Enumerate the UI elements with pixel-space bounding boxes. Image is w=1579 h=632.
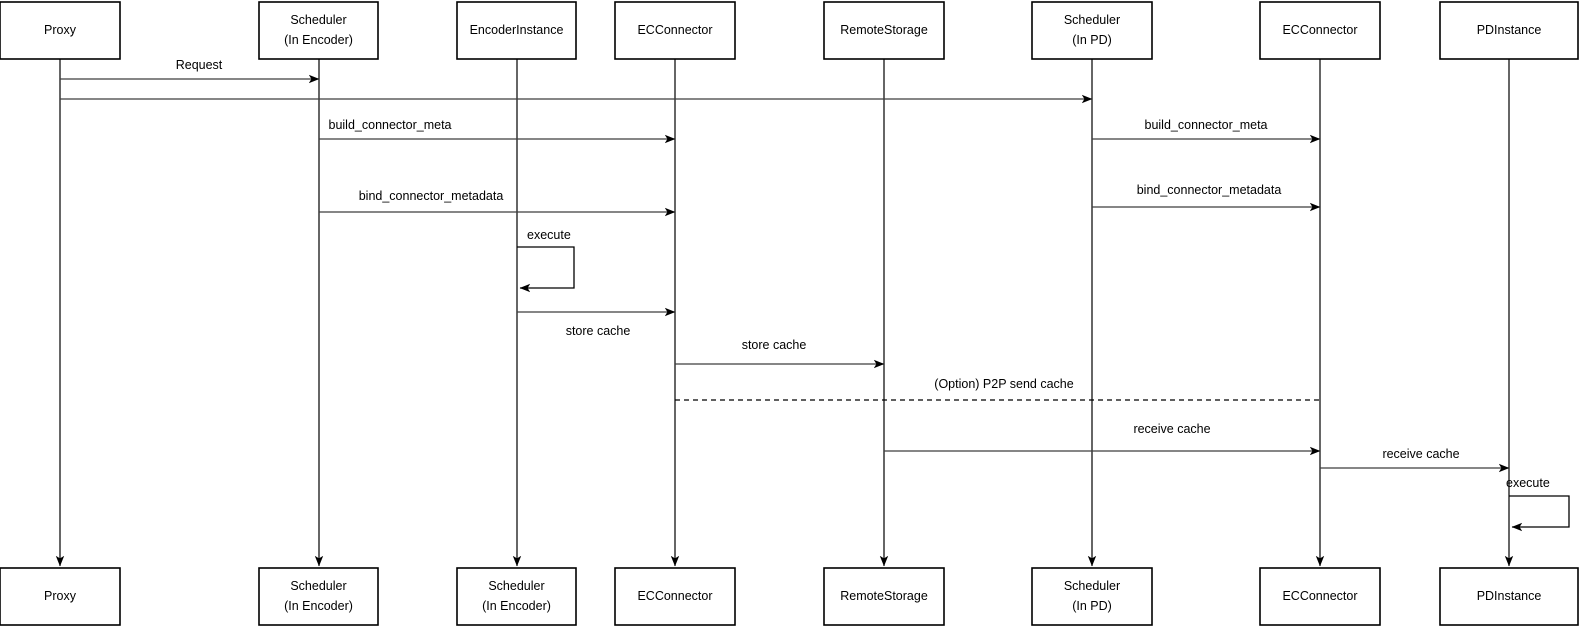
participant-box-encoder-instance-bottom[interactable]: Scheduler (In Encoder): [456, 567, 577, 626]
participant-box-rect: [0, 567, 121, 626]
participant-box-rect: [1031, 1, 1153, 60]
message-label: Request: [176, 58, 223, 72]
message-label: receive cache: [1133, 422, 1210, 436]
participant-label-line1: ECConnector: [1282, 589, 1357, 603]
participant-box-rect: [823, 1, 945, 60]
participant-label-line1: Proxy: [44, 23, 77, 37]
participant-label-line1: EncoderInstance: [470, 23, 564, 37]
participant-box-rect: [1031, 567, 1153, 626]
message-label: build_connector_meta: [329, 118, 452, 132]
participant-box-ec-connector-pd-bottom[interactable]: ECConnector: [1259, 567, 1381, 626]
participant-box-proxy-top[interactable]: Proxy: [0, 1, 121, 60]
participant-box-rect: [823, 567, 945, 626]
bottom-participant-boxes: Proxy Scheduler (In Encoder) Scheduler (In E…: [0, 567, 1579, 626]
participant-box-rect: [258, 567, 379, 626]
participant-label-line1: Proxy: [44, 589, 77, 603]
participant-box-rect: [614, 567, 736, 626]
message-bind-connector-metadata-pd[interactable]: bind_connector_metadata: [1092, 183, 1321, 212]
participant-label-line2: (In PD): [1072, 33, 1112, 47]
participant-label-line2: (In Encoder): [482, 599, 551, 613]
participant-label-line1: PDInstance: [1477, 23, 1542, 37]
participant-label-line2: (In PD): [1072, 599, 1112, 613]
participant-label-line1: Scheduler: [1064, 579, 1120, 593]
participant-label-line1: Scheduler: [290, 579, 346, 593]
self-message-execute-encoder-instance[interactable]: execute: [517, 228, 575, 293]
message-receive-cache-remote-to-ec-pd[interactable]: receive cache: [884, 422, 1321, 456]
self-message-label: execute: [527, 228, 571, 242]
message-build-connector-meta-encoder[interactable]: build_connector_meta: [319, 118, 676, 144]
participant-box-rect: [456, 567, 577, 626]
participant-box-pd-instance-top[interactable]: PDInstance: [1439, 1, 1579, 60]
participant-box-rect: [1259, 1, 1381, 60]
self-message-execute-pd-instance[interactable]: execute: [1506, 476, 1570, 532]
lifelines-layer: [55, 59, 1514, 567]
participant-box-scheduler-in-encoder-top[interactable]: Scheduler (In Encoder): [258, 1, 379, 60]
participant-box-scheduler-in-pd-bottom[interactable]: Scheduler (In PD): [1031, 567, 1153, 626]
participant-label-line1: RemoteStorage: [840, 589, 928, 603]
participant-box-rect: [0, 1, 121, 60]
participant-label-line1: Scheduler: [1064, 13, 1120, 27]
participant-box-rect: [1439, 567, 1579, 626]
participant-box-pd-instance-bottom[interactable]: PDInstance: [1439, 567, 1579, 626]
participant-label-line1: ECConnector: [637, 589, 712, 603]
participant-box-ec-connector-pd-top[interactable]: ECConnector: [1259, 1, 1381, 60]
participant-label-line1: ECConnector: [637, 23, 712, 37]
message-store-cache-ec-to-remote[interactable]: store cache: [675, 338, 885, 369]
participant-box-ec-connector-encoder-bottom[interactable]: ECConnector: [614, 567, 736, 626]
participant-box-encoder-instance-top[interactable]: EncoderInstance: [456, 1, 577, 60]
message-label: (Option) P2P send cache: [934, 377, 1073, 391]
message-receive-cache-ec-pd-to-pdinstance[interactable]: receive cache: [1320, 447, 1510, 473]
participant-label-line1: Scheduler: [488, 579, 544, 593]
participant-box-remote-storage-top[interactable]: RemoteStorage: [823, 1, 945, 60]
participant-box-remote-storage-bottom[interactable]: RemoteStorage: [823, 567, 945, 626]
message-label: build_connector_meta: [1145, 118, 1268, 132]
message-build-connector-meta-pd[interactable]: build_connector_meta: [1092, 118, 1321, 144]
participant-label-line1: PDInstance: [1477, 589, 1542, 603]
message-label: bind_connector_metadata: [1137, 183, 1282, 197]
participant-box-scheduler-in-pd-top[interactable]: Scheduler (In PD): [1031, 1, 1153, 60]
message-label: bind_connector_metadata: [359, 189, 504, 203]
top-participant-boxes: Proxy Scheduler (In Encoder) EncoderInstanc…: [0, 1, 1579, 60]
message-bind-connector-metadata-encoder[interactable]: bind_connector_metadata: [319, 189, 676, 217]
participant-label-line1: Scheduler: [290, 13, 346, 27]
message-option-p2p-send-cache[interactable]: (Option) P2P send cache: [675, 377, 1320, 401]
participant-label-line1: RemoteStorage: [840, 23, 928, 37]
participant-box-rect: [258, 1, 379, 60]
participant-box-rect: [1439, 1, 1579, 60]
participant-box-rect: [1259, 567, 1381, 626]
participant-box-scheduler-in-encoder-bottom[interactable]: Scheduler (In Encoder): [258, 567, 379, 626]
participant-box-ec-connector-encoder-top[interactable]: ECConnector: [614, 1, 736, 60]
self-message-path: [517, 246, 575, 293]
self-messages-layer: execute execute: [517, 228, 1570, 532]
message-label: store cache: [566, 324, 631, 338]
participant-box-rect: [614, 1, 736, 60]
message-label: store cache: [742, 338, 807, 352]
participant-box-proxy-bottom[interactable]: Proxy: [0, 567, 121, 626]
participant-label-line2: (In Encoder): [284, 599, 353, 613]
message-store-cache-encoder-to-ec[interactable]: store cache: [517, 307, 676, 338]
participant-box-rect: [456, 1, 577, 60]
participant-label-line1: ECConnector: [1282, 23, 1357, 37]
message-label: receive cache: [1382, 447, 1459, 461]
self-message-label: execute: [1506, 476, 1550, 490]
self-message-path: [1509, 495, 1570, 532]
participant-label-line2: (In Encoder): [284, 33, 353, 47]
message-request[interactable]: Request: [60, 58, 320, 84]
messages-layer: Request build_connector_meta build_connect…: [60, 58, 1510, 473]
